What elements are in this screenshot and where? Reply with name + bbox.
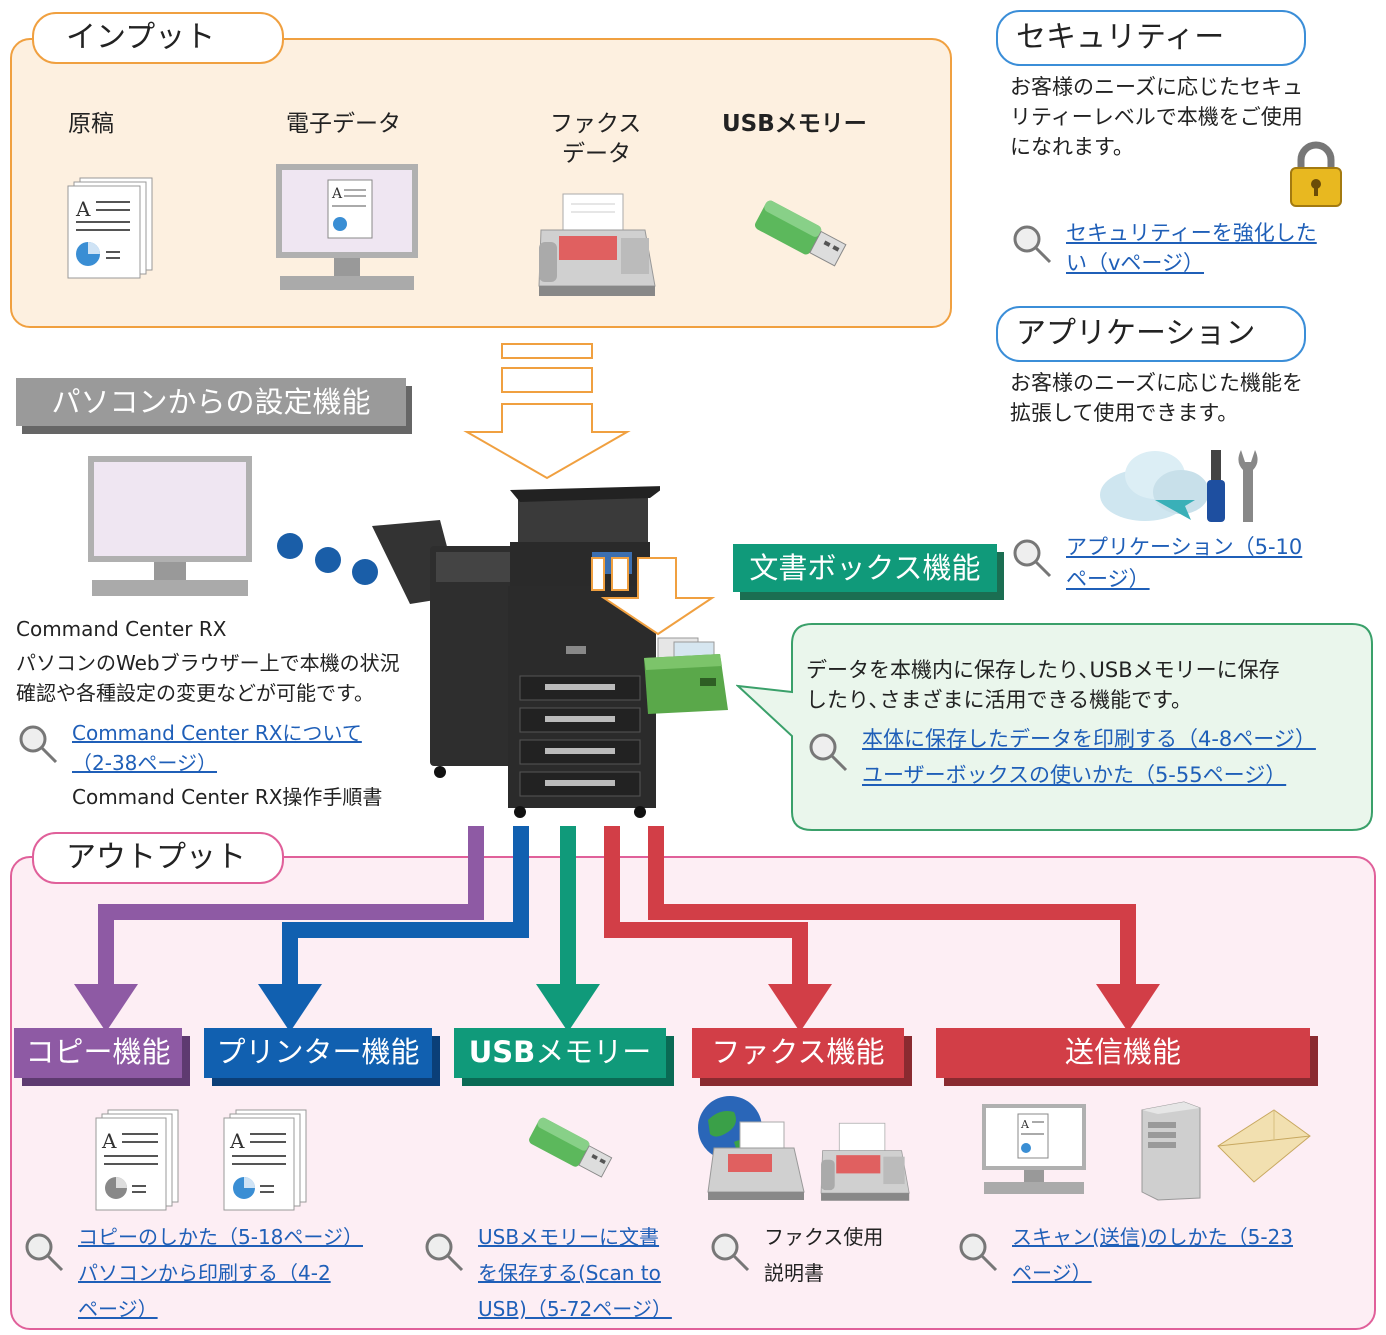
docbox-desc-1: データを本機内に保存したり､USBメモリーに保存 bbox=[806, 658, 1280, 682]
security-link-1[interactable]: セキュリティーを強化した bbox=[1066, 221, 1317, 245]
output-title: アウトプット bbox=[32, 832, 284, 884]
docbox-link-2[interactable]: ユーザーボックスの使いかた（5-55ページ） bbox=[862, 763, 1287, 787]
security-title-text: セキュリティー bbox=[1016, 20, 1225, 55]
usb-function-label: USBメモリー bbox=[454, 1028, 666, 1078]
security-title: セキュリティー bbox=[996, 10, 1306, 66]
padlock-icon bbox=[1290, 141, 1342, 207]
input-title: インプット bbox=[32, 12, 284, 64]
input-item-original-label: 原稿 bbox=[68, 111, 114, 137]
print-documents-icon: A bbox=[223, 1109, 307, 1211]
document-box-icon bbox=[644, 637, 728, 714]
application-link-2[interactable]: ページ） bbox=[1066, 567, 1150, 591]
usb-function-text-bold: USB bbox=[468, 1035, 536, 1069]
search-icon bbox=[1013, 539, 1052, 578]
input-panel bbox=[10, 38, 952, 328]
svg-text:A: A bbox=[75, 197, 91, 221]
docbox-bubble bbox=[736, 623, 1373, 831]
copy-function-text: コピー機能 bbox=[25, 1035, 171, 1069]
svg-text:A: A bbox=[1020, 1118, 1030, 1131]
pc-settings-title-text: パソコンからの設定機能 bbox=[51, 385, 371, 419]
fax-machine-icon bbox=[820, 1122, 910, 1201]
search-icon bbox=[1013, 225, 1052, 264]
send-link-1[interactable]: スキャン(送信)のしかた（5-23 bbox=[1012, 1225, 1293, 1249]
pc-manual: Command Center RX操作手順書 bbox=[72, 785, 383, 809]
input-item-fax-label-2: データ bbox=[562, 141, 631, 167]
printer-function-text: プリンター機能 bbox=[216, 1035, 420, 1069]
search-icon bbox=[25, 1233, 64, 1272]
application-desc-1: お客様のニーズに応じた機能を bbox=[1010, 371, 1303, 395]
docbox-link-1[interactable]: 本体に保存したデータを印刷する（4-8ページ） bbox=[862, 727, 1316, 751]
server-tower-icon bbox=[1141, 1101, 1201, 1201]
copy-documents-icon: A bbox=[95, 1109, 179, 1211]
fax-manual-1: ファクス使用 bbox=[764, 1225, 884, 1249]
application-link-1[interactable]: アプリケーション（5-10 bbox=[1066, 535, 1303, 559]
application-title-text: アプリケーション bbox=[1016, 316, 1256, 351]
pc-link-2[interactable]: （2-38ページ） bbox=[72, 751, 217, 775]
pc-link-1[interactable]: Command Center RXについて bbox=[72, 721, 362, 745]
fax-function-text: ファクス機能 bbox=[711, 1035, 885, 1069]
email-envelope-icon bbox=[1217, 1109, 1311, 1183]
security-desc-2: リティーレベルで本機をご使用 bbox=[1010, 105, 1303, 129]
send-function-text: 送信機能 bbox=[1064, 1035, 1181, 1069]
security-link-2[interactable]: い（vページ） bbox=[1066, 251, 1205, 275]
usb-memory-icon bbox=[529, 1117, 613, 1178]
input-item-fax-label-1: ファクス bbox=[550, 111, 642, 137]
usb-memory-icon bbox=[754, 200, 847, 267]
pc-desc-1: パソコンのWebブラウザー上で本機の状況 bbox=[16, 651, 400, 675]
svg-text:A: A bbox=[101, 1129, 117, 1153]
search-icon bbox=[959, 1233, 998, 1272]
cloud-tools-icon bbox=[1100, 450, 1258, 522]
usb-function-text-rest: メモリー bbox=[535, 1035, 652, 1069]
search-icon bbox=[19, 725, 58, 764]
pc-settings-title: パソコンからの設定機能 bbox=[16, 378, 406, 426]
monitor-document-icon: A bbox=[276, 164, 418, 290]
pc-product-name: Command Center RX bbox=[16, 617, 227, 641]
mfp-machine-icon bbox=[372, 486, 660, 818]
search-icon bbox=[711, 1233, 750, 1272]
docbox-title-text: 文書ボックス機能 bbox=[749, 551, 981, 585]
internet-fax-icon bbox=[698, 1096, 805, 1200]
security-desc-3: になれます。 bbox=[1010, 135, 1134, 159]
input-title-text: インプット bbox=[66, 20, 216, 55]
svg-text:A: A bbox=[229, 1129, 245, 1153]
send-function-label: 送信機能 bbox=[936, 1028, 1310, 1078]
security-desc-1: お客様のニーズに応じたセキュ bbox=[1010, 75, 1303, 99]
send-monitor-icon: A bbox=[982, 1104, 1086, 1194]
connection-dots bbox=[277, 533, 378, 585]
copy-link[interactable]: コピーのしかた（5-18ページ） bbox=[78, 1225, 363, 1249]
fax-function-label: ファクス機能 bbox=[692, 1028, 904, 1078]
usb-link-2[interactable]: を保存する(Scan to bbox=[478, 1261, 661, 1285]
input-flow-arrow bbox=[463, 343, 631, 480]
print-link-1[interactable]: パソコンから印刷する（4-2 bbox=[78, 1261, 331, 1285]
application-desc-2: 拡張して使用できます。 bbox=[1010, 401, 1239, 425]
output-title-text: アウトプット bbox=[66, 840, 246, 875]
print-link-2[interactable]: ページ） bbox=[78, 1297, 158, 1321]
docbox-desc-2: したり､さまざまに活用できる機能です。 bbox=[806, 688, 1192, 712]
send-link-2[interactable]: ページ） bbox=[1012, 1261, 1092, 1285]
svg-text:A: A bbox=[331, 186, 343, 202]
docbox-title: 文書ボックス機能 bbox=[733, 544, 997, 592]
printer-function-label: プリンター機能 bbox=[204, 1028, 432, 1078]
usb-link-3[interactable]: USB)（5-72ページ） bbox=[478, 1297, 672, 1321]
application-title: アプリケーション bbox=[996, 306, 1306, 362]
fax-machine-icon bbox=[538, 193, 656, 296]
usb-link-1[interactable]: USBメモリーに文書 bbox=[478, 1225, 660, 1249]
input-item-usb-label: USBメモリー bbox=[722, 111, 867, 137]
document-stack-icon: A bbox=[67, 177, 153, 279]
input-item-electronic-label: 電子データ bbox=[286, 111, 401, 137]
search-icon bbox=[809, 733, 848, 772]
fax-manual-2: 説明書 bbox=[764, 1261, 824, 1285]
docbox-flow-arrow bbox=[591, 557, 716, 636]
pc-desc-2: 確認や各種設定の変更などが可能です。 bbox=[16, 681, 374, 705]
copy-function-label: コピー機能 bbox=[14, 1028, 182, 1078]
pc-monitor-icon bbox=[88, 456, 252, 596]
search-icon bbox=[425, 1233, 464, 1272]
output-flow-arrows bbox=[74, 826, 1160, 1032]
